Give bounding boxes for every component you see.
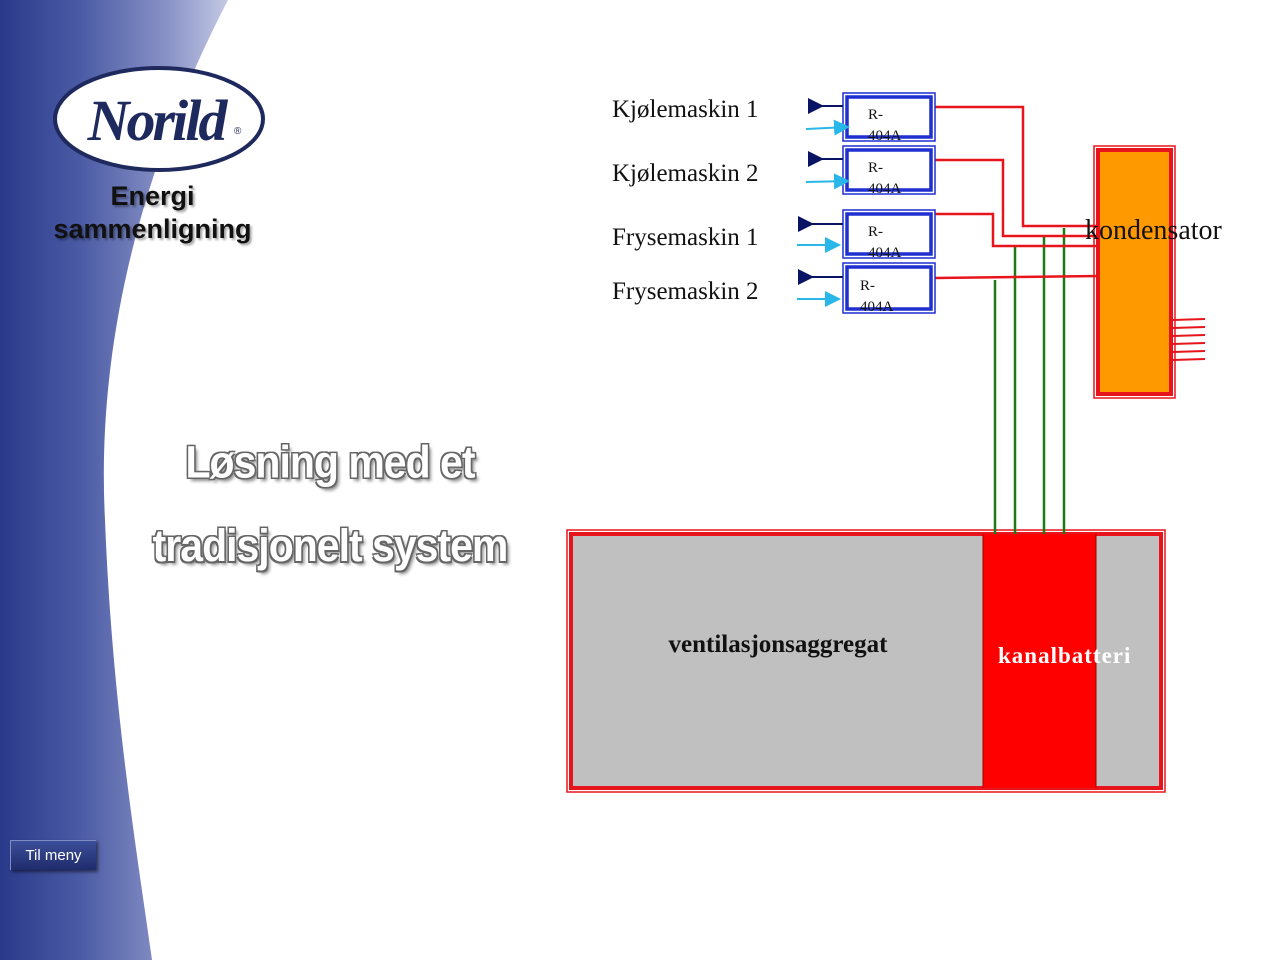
svg-text:®: ® bbox=[234, 126, 242, 137]
logo-wordmark: Norild bbox=[87, 88, 229, 153]
refrigerant-label: R- bbox=[868, 107, 883, 123]
refrigerant-pipes bbox=[934, 105, 1101, 280]
machine-box-4: R- 404A bbox=[842, 262, 936, 315]
brand-subtitle: Energi sammenligning bbox=[30, 180, 275, 246]
machine-box-2: R- 404A bbox=[842, 145, 936, 197]
machine-label-frysemaskin-2: Frysemaskin 2 bbox=[612, 278, 759, 305]
glycol-pipes bbox=[993, 228, 1066, 534]
slide-title-line2: tradisjonelt system bbox=[152, 520, 509, 572]
flow-arrows bbox=[797, 98, 850, 307]
arrow-in bbox=[805, 173, 850, 190]
refrigerant-label: R- bbox=[868, 224, 883, 240]
machine-label-kjolemaskin-1: Kjølemaskin 1 bbox=[612, 96, 759, 123]
machine-label-frysemaskin-1: Frysemaskin 1 bbox=[612, 224, 759, 251]
ventilation-unit-label: ventilasjonsaggregat bbox=[669, 631, 889, 658]
machine-box-1: R- 404A bbox=[842, 92, 936, 144]
duct-coil: kanalbatteri bbox=[982, 534, 1131, 788]
slide-title: Løsning med et tradisjonelt system bbox=[140, 420, 520, 587]
norild-logo: Norild ® bbox=[52, 64, 266, 174]
menu-button[interactable]: Til meny bbox=[10, 840, 96, 870]
machine-box-3: R- 404A bbox=[842, 209, 936, 261]
condenser-label: kondensator bbox=[1085, 215, 1223, 246]
duct-coil-label: kanalbatteri bbox=[998, 643, 1131, 668]
refrigerant-label: 404A bbox=[860, 299, 894, 315]
brand-subtitle-line1: Energi bbox=[110, 181, 195, 211]
brand-subtitle-line2: sammenligning bbox=[53, 214, 252, 244]
refrigerant-label: 404A bbox=[868, 181, 902, 197]
arrow-in bbox=[805, 119, 850, 136]
refrigerant-label: 404A bbox=[868, 128, 902, 144]
refrigerant-label: 404A bbox=[868, 245, 902, 261]
slide-title-line1: Løsning med et bbox=[185, 436, 476, 488]
condenser: kondensator bbox=[1085, 145, 1223, 399]
refrigerant-label: R- bbox=[868, 160, 883, 176]
machine-label-kjolemaskin-2: Kjølemaskin 2 bbox=[612, 160, 759, 187]
refrigerant-label: R- bbox=[860, 278, 875, 294]
